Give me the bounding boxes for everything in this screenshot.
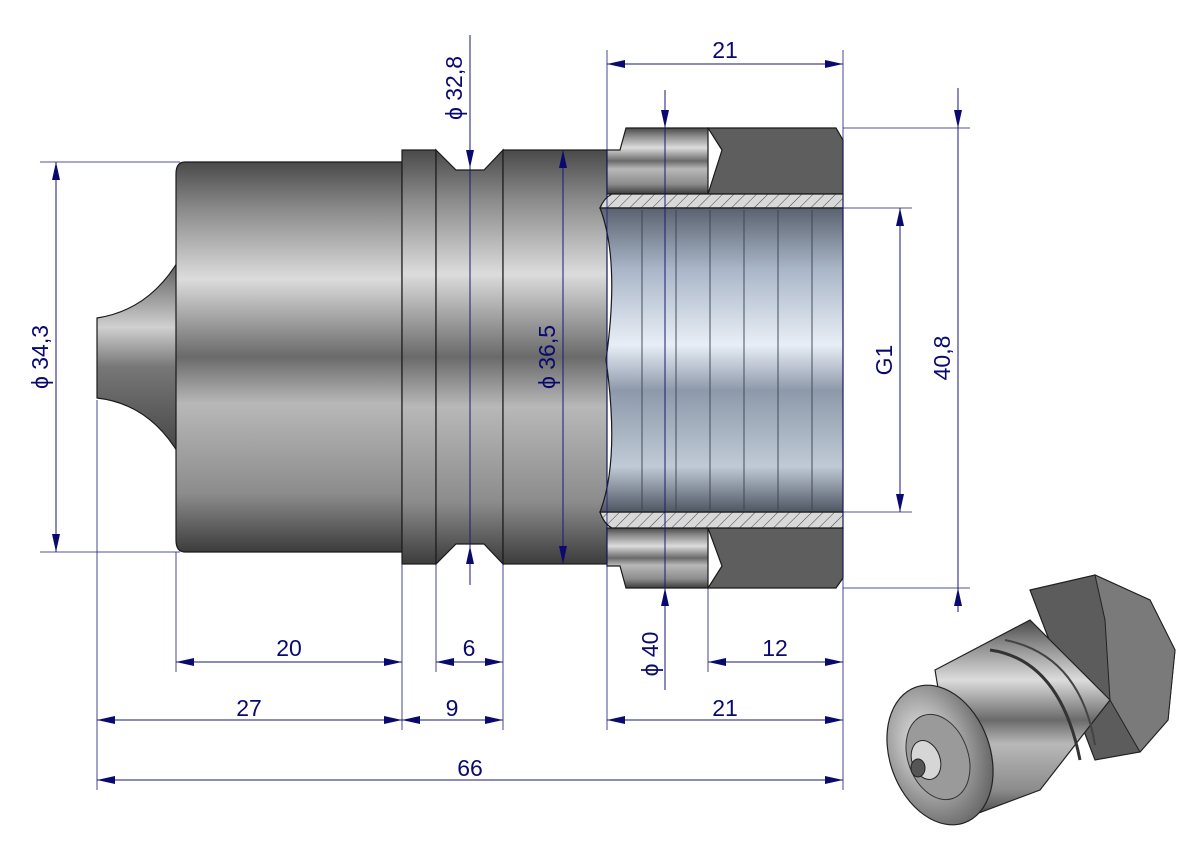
valve-tip: [96, 255, 181, 459]
section-hatch-upper: [599, 193, 844, 209]
dim-dia-40: ϕ 40: [637, 632, 663, 677]
iso-hex-face: [1094, 574, 1176, 753]
main-body: [175, 161, 403, 553]
dim-len-27: 27: [236, 695, 262, 721]
dim-len-9: 9: [446, 695, 459, 721]
iso-groove: [989, 648, 1082, 761]
dim-dia-36-5: ϕ 36,5: [534, 325, 560, 389]
dimension-labels: 21 ϕ 32,8 ϕ 34,3 ϕ 36,5 G1 40,8 ϕ 40 20 …: [27, 37, 955, 781]
dim-len-66: 66: [457, 755, 483, 781]
hex-body-upper: [606, 127, 709, 195]
dim-hex-40-8: 40,8: [929, 336, 955, 381]
hex-nut-lower: [706, 527, 844, 589]
dim-len-6: 6: [463, 635, 476, 661]
thread-crests: [641, 210, 813, 510]
dimension-lines: [52, 35, 962, 784]
dim-len-12: 12: [762, 635, 788, 661]
iso-collar-ring: [1004, 639, 1096, 746]
isometric-coupling-render: [886, 574, 1176, 826]
dim-dia-34-3: ϕ 34,3: [27, 325, 53, 389]
front-cylinder: [502, 149, 608, 565]
dim-len-21-bottom: 21: [712, 695, 738, 721]
extension-lines: [40, 50, 970, 790]
dim-dia-32-8: ϕ 32,8: [441, 56, 467, 120]
dim-thread-g1: G1: [871, 345, 897, 376]
hex-body-lower: [606, 527, 709, 589]
iso-valve-pin: [910, 758, 926, 778]
dim-top-21: 21: [712, 37, 738, 63]
section-hatch-lower: [599, 511, 844, 529]
dim-len-20: 20: [276, 635, 302, 661]
collar: [401, 149, 437, 565]
internal-thread: [599, 207, 844, 513]
coupling-section-view: [96, 127, 844, 589]
hex-nut-upper: [706, 127, 844, 195]
